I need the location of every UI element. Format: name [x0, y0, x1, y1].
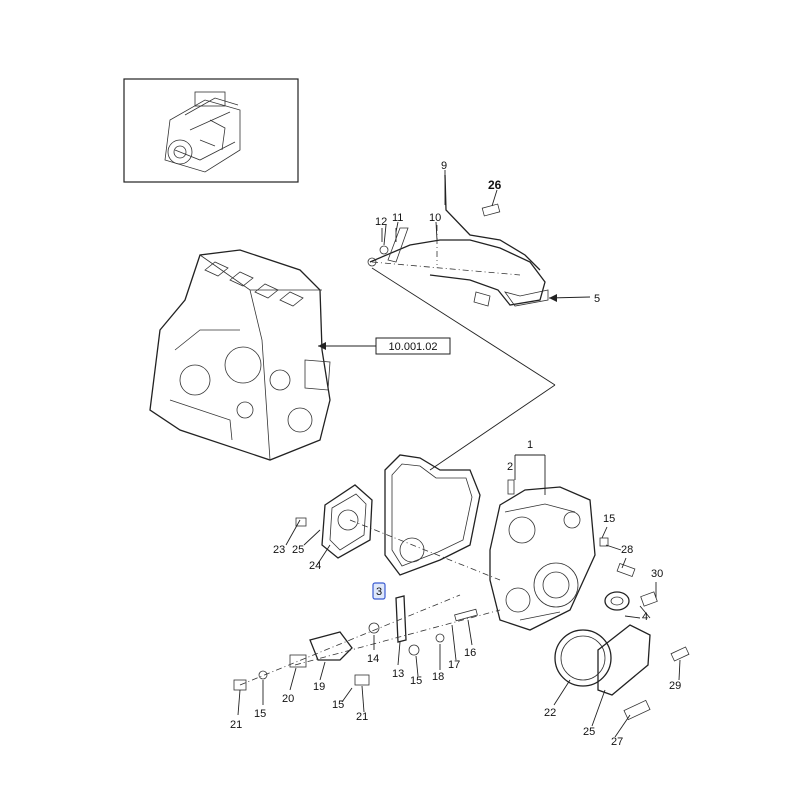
- cover-plate-24: [321, 484, 373, 559]
- label-15d: 15: [332, 699, 344, 711]
- label-28: 28: [621, 544, 633, 556]
- label-26: 26: [488, 178, 502, 192]
- label-17: 17: [448, 659, 460, 671]
- engine-thumbnail: [123, 78, 299, 183]
- label-21a: 21: [230, 719, 242, 731]
- reference-callout[interactable]: 10.001.02: [318, 337, 451, 355]
- label-11: 11: [392, 212, 403, 224]
- seal-and-bolt: [599, 526, 658, 619]
- label-15a: 15: [603, 513, 615, 525]
- label-29: 29: [669, 680, 681, 692]
- label-23: 23: [273, 544, 285, 556]
- label-1: 1: [527, 439, 533, 451]
- cover-plate-25: [554, 624, 690, 721]
- engine-block: [149, 249, 331, 461]
- label-18: 18: [432, 671, 444, 683]
- label-15b: 15: [410, 675, 422, 687]
- label-12: 12: [375, 216, 387, 228]
- label-9: 9: [441, 160, 447, 172]
- reference-number: 10.001.02: [389, 341, 438, 353]
- label-30: 30: [651, 568, 663, 580]
- label-13: 13: [392, 668, 404, 680]
- label-19: 19: [313, 681, 325, 693]
- label-25a: 25: [292, 544, 304, 556]
- label-27: 27: [611, 736, 623, 748]
- label-2: 2: [507, 461, 513, 473]
- label-10: 10: [429, 212, 441, 224]
- connector-line: [429, 384, 556, 471]
- label-15c: 15: [254, 708, 266, 720]
- selected-part-label[interactable]: 3: [372, 582, 386, 600]
- label-16: 16: [464, 647, 476, 659]
- label-20: 20: [282, 693, 294, 705]
- governor-linkage-assembly: [367, 170, 591, 307]
- label-25b: 25: [583, 726, 595, 738]
- label-14: 14: [367, 653, 379, 665]
- label-21b: 21: [356, 711, 368, 723]
- label-4: 4: [642, 611, 648, 623]
- label-24: 24: [309, 560, 321, 572]
- label-3: 3: [376, 586, 382, 598]
- connector-line: [371, 267, 556, 386]
- label-5: 5: [594, 293, 600, 305]
- lower-linkage-parts: [233, 517, 501, 691]
- leader-lines: [237, 221, 681, 738]
- part-labels: 1 2 4 5 9 10 11 12 13 14 15 15 15 15 16 …: [230, 160, 681, 748]
- label-22: 22: [544, 707, 556, 719]
- timing-cover-assembly: [384, 454, 596, 631]
